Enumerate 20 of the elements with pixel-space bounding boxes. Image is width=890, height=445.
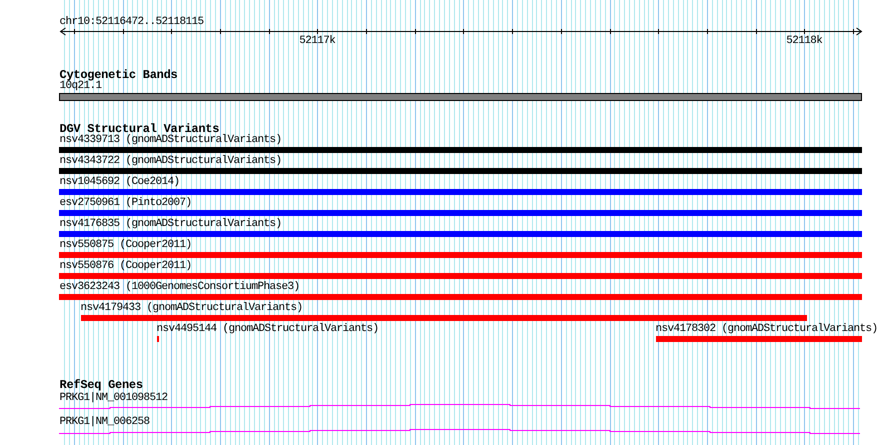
variant-label: nsv550876 (Cooper2011) (60, 261, 192, 272)
variant-label: nsv4343722 (gnomADStructuralVariants) (60, 156, 282, 168)
tick-label: 52117k (299, 36, 336, 46)
transcript-label: PRKG1|NM_006258 (60, 416, 150, 428)
variant-label: nsv4176835 (gnomADStructuralVariants) (60, 219, 282, 230)
track-title: RefSeq Genes (60, 379, 143, 391)
variant-label: nsv4339713 (gnomADStructuralVariants) (60, 135, 282, 146)
variant-label: nsv1045692 (Coe2014) (60, 177, 180, 188)
variant-label: esv2750961 (Pinto2007) (60, 198, 192, 210)
variant-label: nsv550875 (Cooper2011) (60, 240, 192, 252)
transcript-label: PRKG1|NM_001098512 (60, 393, 168, 404)
band-label: 10q21.1 (60, 80, 102, 92)
tick-label: 52118k (786, 36, 822, 46)
variant-label: nsv4178302 (gnomADStructuralVariants) (656, 324, 878, 336)
track-title: DGV Structural Variants (60, 122, 220, 135)
coordinate-label: chr10:52116472..52118115 (60, 16, 204, 28)
track-title: Cytogenetic Bands (60, 69, 178, 81)
variant-label: esv3623243 (1000GenomesConsortiumPhase3) (60, 282, 300, 294)
variant-label: nsv4495144 (gnomADStructuralVariants) (156, 324, 379, 336)
variant-label: nsv4179433 (gnomADStructuralVariants) (80, 303, 303, 314)
